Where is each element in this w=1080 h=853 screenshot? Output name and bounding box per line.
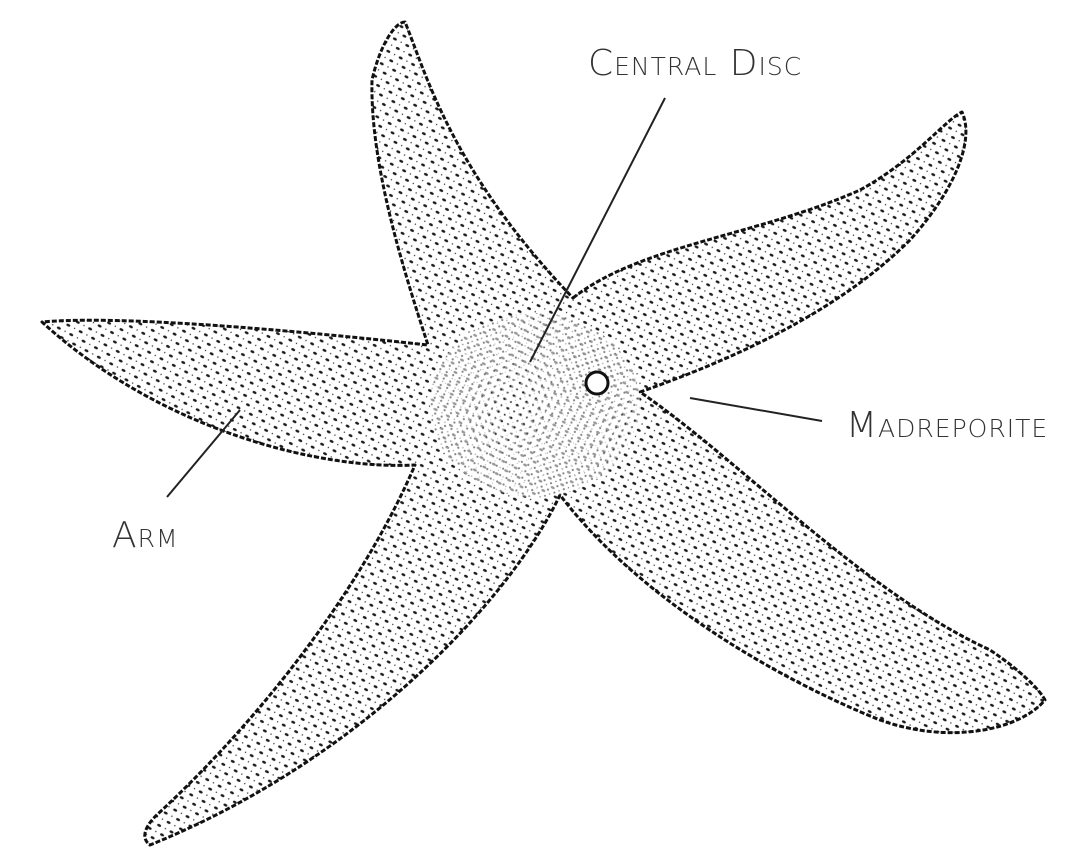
label-madreporite: Madreporite — [846, 408, 1048, 444]
central-disc-shape — [430, 313, 640, 497]
label-central-disc: Central Disc — [588, 46, 802, 82]
leader-line-madreporite — [690, 398, 822, 421]
label-arm: Arm — [112, 518, 179, 554]
madreporite-shape — [586, 372, 608, 394]
